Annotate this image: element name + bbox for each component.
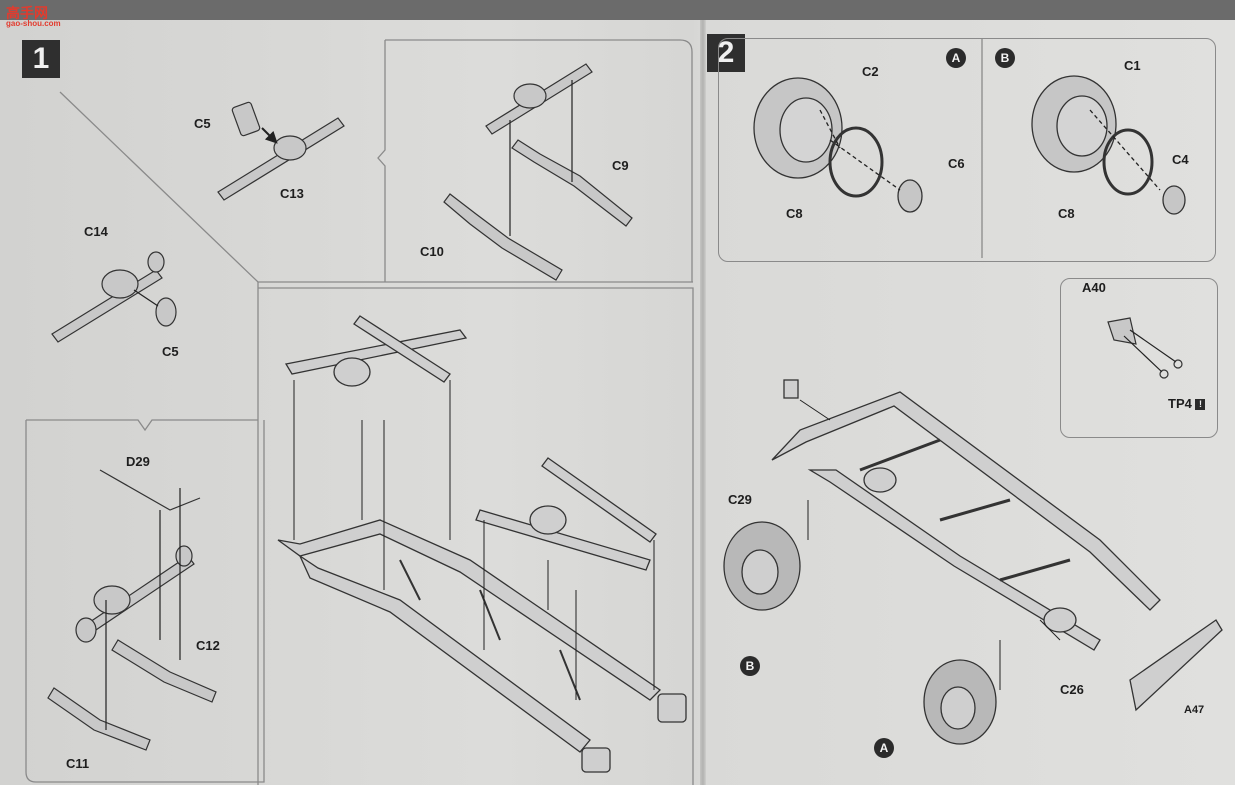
- label-c11: C11: [66, 756, 90, 771]
- label-c12: C12: [196, 638, 220, 653]
- label-c6: C6: [948, 156, 965, 171]
- detail-panel-a40: [1060, 278, 1218, 438]
- label-c1: C1: [1124, 58, 1141, 73]
- label-c8-b: C8: [1058, 206, 1075, 221]
- step1-guide-lines: [293, 380, 655, 700]
- chassis-step2: [771, 379, 1223, 712]
- label-c8-a: C8: [786, 206, 803, 221]
- watermark-logo: 高手网 gao-shou.com: [6, 3, 61, 28]
- step-1-number: 1: [22, 40, 60, 78]
- wheel-panel: [718, 38, 1216, 262]
- spare-wheel-a: [923, 659, 997, 745]
- variant-a-marker: A: [946, 48, 966, 68]
- axle-d29: [47, 469, 217, 751]
- watermark-url: gao-shou.com: [6, 19, 61, 28]
- label-c29: C29: [728, 492, 752, 507]
- marker-a: A: [874, 738, 894, 758]
- spare-wheel-b: [723, 521, 801, 611]
- instruction-page: [0, 20, 1235, 785]
- axle-c14: [51, 251, 177, 343]
- label-c5-mid: C5: [162, 344, 179, 359]
- label-c9: C9: [612, 158, 629, 173]
- label-c5-top: C5: [194, 116, 211, 131]
- warning-icon: !: [1195, 399, 1206, 410]
- label-tp4-text: TP4: [1168, 396, 1192, 411]
- marker-b: B: [740, 656, 760, 676]
- wheel-b: [1031, 75, 1186, 215]
- label-tp4: TP4 !: [1168, 396, 1206, 411]
- label-d29: D29: [126, 454, 150, 469]
- label-c13: C13: [280, 186, 304, 201]
- step2-guide-lines: [799, 399, 1061, 690]
- part-a40: [1107, 317, 1183, 379]
- variant-b-marker: B: [995, 48, 1015, 68]
- label-a47: A47: [1184, 704, 1205, 716]
- axle-c13: [217, 101, 345, 201]
- label-c4: C4: [1172, 152, 1189, 167]
- page-fold: [700, 20, 706, 785]
- label-c2: C2: [862, 64, 879, 79]
- watermark-brand: 高手网: [6, 5, 48, 21]
- label-c14: C14: [84, 224, 108, 239]
- label-c10: C10: [420, 244, 444, 259]
- label-a40: A40: [1082, 280, 1106, 295]
- wheel-a: [753, 77, 923, 213]
- axle-top-right: [443, 63, 633, 281]
- label-c26: C26: [1060, 682, 1084, 697]
- chassis-step1: [277, 315, 687, 773]
